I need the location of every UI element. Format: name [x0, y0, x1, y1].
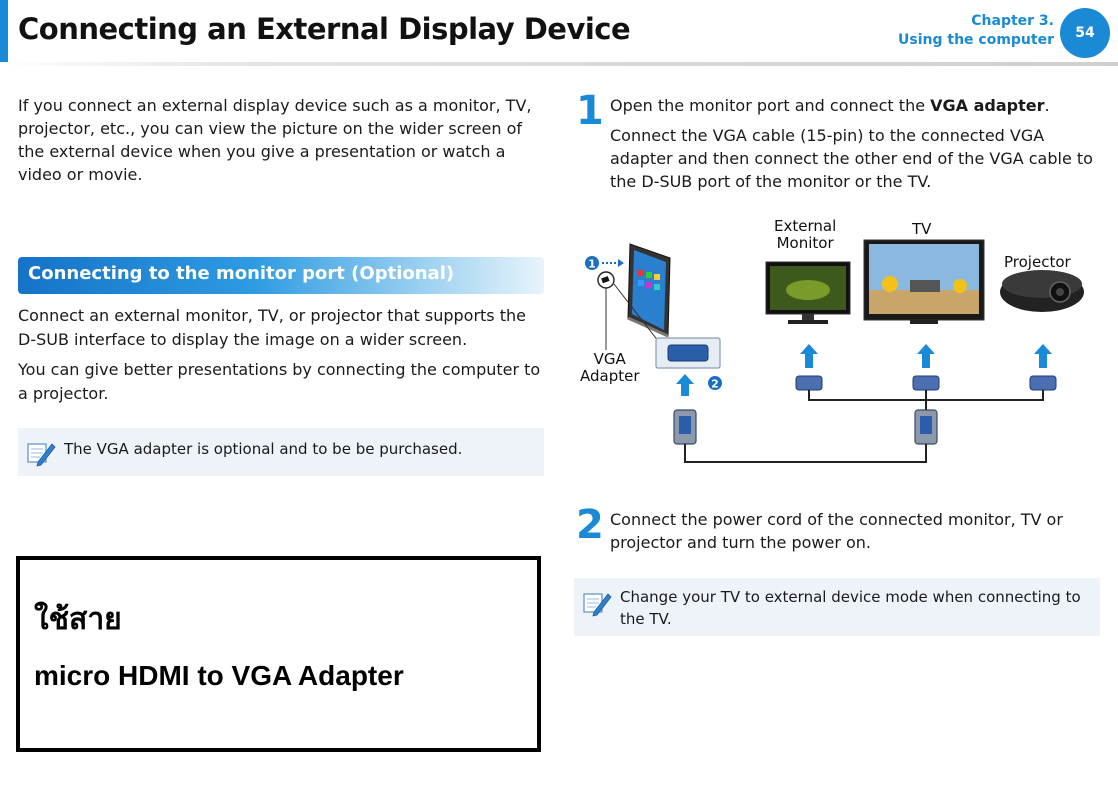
step-1-text-pre: Open the monitor port and connect the [610, 96, 931, 115]
marker-2-icon [708, 376, 722, 390]
marker-1-icon [585, 256, 599, 270]
chapter-title: Using the computer [898, 32, 1054, 48]
header-accent-bar [0, 0, 8, 64]
section-paragraph-1: Connect an external monitor, TV, or proj… [18, 306, 526, 349]
vga-port-icon [1029, 375, 1057, 391]
label-vga-adapter-line2: Adapter [580, 367, 640, 385]
step-1-title: Open the monitor port and connect the VG… [610, 94, 1100, 117]
note-pencil-icon [27, 443, 56, 467]
label-vga-adapter-line1: VGA [593, 350, 626, 368]
arrow-up-icon [800, 344, 818, 368]
arrow-up-icon [676, 374, 694, 396]
label-projector: Projector [1004, 253, 1071, 271]
connection-diagram: 1 2 [570, 210, 1110, 480]
note-text-vga: The VGA adapter is optional and to be be… [64, 440, 463, 458]
label-external-monitor-line2: Monitor [776, 234, 834, 252]
label-vga-adapter: VGA Adapter [580, 351, 640, 385]
vga-port-icon [912, 375, 940, 391]
external-monitor-illustration [765, 261, 851, 324]
intro-paragraph: If you connect an external display devic… [18, 96, 532, 184]
note-text-tv-mode: Change your TV to external device mode w… [620, 588, 1081, 628]
tablet-illustration [627, 243, 671, 338]
step-2-number: 2 [576, 502, 604, 548]
vga-cable-plug-icon [914, 409, 938, 445]
note-box-tv-mode: Change your TV to external device mode w… [574, 578, 1100, 636]
tv-illustration [863, 239, 985, 324]
note-pencil-icon [583, 593, 612, 617]
section-title: Connecting to the monitor port (Optional… [28, 263, 455, 284]
section-header: Connecting to the monitor port (Optional… [18, 257, 544, 294]
callout-box: ใช้สาย micro HDMI to VGA Adapter [16, 556, 541, 752]
label-external-monitor-line1: External [774, 217, 837, 235]
vga-cable-plug-icon [673, 409, 697, 445]
label-tv: TV [912, 220, 932, 238]
chapter-number: Chapter 3. [971, 13, 1054, 29]
marker-1-label: 1 [588, 258, 596, 271]
arrow-up-icon [1034, 344, 1052, 368]
step-1-text-bold: VGA adapter [930, 96, 1045, 115]
step-1-detail: Connect the VGA cable (15-pin) to the co… [610, 126, 1093, 191]
note-box-vga: The VGA adapter is optional and to be be… [18, 428, 544, 476]
vga-port-icon [795, 375, 823, 391]
header-divider [0, 62, 1118, 66]
label-external-monitor: External Monitor [774, 218, 836, 252]
step-1-number: 1 [576, 88, 604, 134]
vga-adapter-illustration [655, 337, 721, 369]
projector-illustration [1000, 270, 1084, 312]
page-number-badge: 54 [1060, 8, 1110, 58]
page-title: Connecting an External Display Device [18, 12, 631, 46]
section-paragraph-2: You can give better presentations by con… [18, 360, 541, 403]
step-2-text: Connect the power cord of the connected … [610, 510, 1063, 552]
connection-diagram-graphic: 1 2 [585, 239, 1084, 463]
step-1-text-post: . [1044, 96, 1050, 115]
callout-adapter-text: micro HDMI to VGA Adapter [34, 660, 404, 691]
marker-2-label: 2 [711, 378, 719, 391]
chapter-label: Chapter 3. Using the computer [898, 12, 1054, 50]
arrow-up-icon [917, 344, 935, 368]
callout-thai-text: ใช้สาย [34, 602, 122, 637]
